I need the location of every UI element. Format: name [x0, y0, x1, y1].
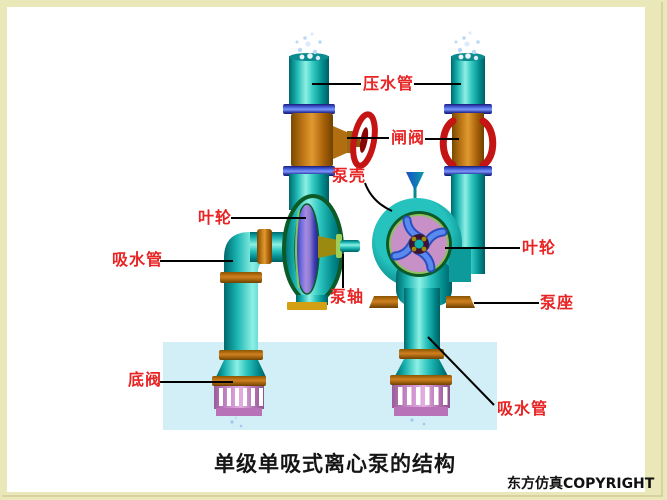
- right-foot-valve: [390, 375, 452, 426]
- leader-suction-right: [427, 336, 495, 406]
- left-pipe-coupling-lower: [219, 350, 263, 360]
- label-pump-casing: 泵壳: [332, 166, 367, 185]
- left-pump-stand: [287, 302, 327, 310]
- left-foot-valve-neck: [216, 360, 266, 377]
- right-foot-valve-neck: [395, 359, 448, 376]
- left-casing-stem: [296, 295, 328, 305]
- right-impeller: [386, 211, 452, 277]
- left-valve-handwheel: [350, 111, 378, 169]
- label-impeller-left: 叶轮: [198, 208, 233, 227]
- label-suction-pipe-right: 吸水管: [497, 399, 549, 418]
- left-valve-bottom-flange: [283, 166, 335, 176]
- right-casing-outlet-join: [449, 248, 471, 282]
- pump-base-right-foot: [446, 296, 475, 308]
- right-valve-handwheel-left: [439, 117, 457, 169]
- copyright-text: 东方仿真COPYRIGHT: [507, 476, 655, 492]
- leader-casing: [364, 182, 393, 212]
- left-water-spray: [295, 32, 322, 61]
- label-discharge-pipe: 压水管: [363, 74, 415, 93]
- left-valve-top-flange: [283, 104, 335, 114]
- right-valve-handwheel-right: [479, 117, 497, 169]
- left-discharge-pipe: [289, 56, 329, 108]
- left-suction-pipe: [224, 232, 292, 360]
- label-suction-pipe-left: 吸水管: [112, 250, 164, 269]
- right-valve-top-flange: [444, 104, 492, 114]
- right-water-spray: [454, 31, 480, 61]
- label-gate-valve: 闸阀: [391, 128, 426, 147]
- shaft-end: [414, 239, 424, 249]
- left-pump-shaft: [318, 234, 360, 258]
- right-pump-front-view: [369, 31, 497, 426]
- label-pump-base: 泵座: [540, 293, 575, 312]
- right-valve-bottom-flange: [444, 166, 492, 176]
- label-impeller-right: 叶轮: [522, 238, 557, 257]
- right-pipe-coupling: [399, 349, 444, 359]
- label-pump-shaft: 泵轴: [330, 287, 365, 306]
- label-foot-valve: 底阀: [128, 370, 163, 389]
- diagram-title: 单级单吸式离心泵的结构: [214, 452, 456, 476]
- leader-lines: [160, 83, 539, 406]
- left-pipe-coupling-horizontal: [257, 229, 272, 264]
- priming-funnel: [406, 172, 424, 198]
- right-discharge-pipe: [451, 56, 485, 108]
- left-foot-valve: [212, 376, 266, 428]
- left-pipe-coupling-upper: [220, 272, 262, 283]
- left-gate-valve: [291, 111, 378, 169]
- pump-base-left-foot: [369, 296, 398, 308]
